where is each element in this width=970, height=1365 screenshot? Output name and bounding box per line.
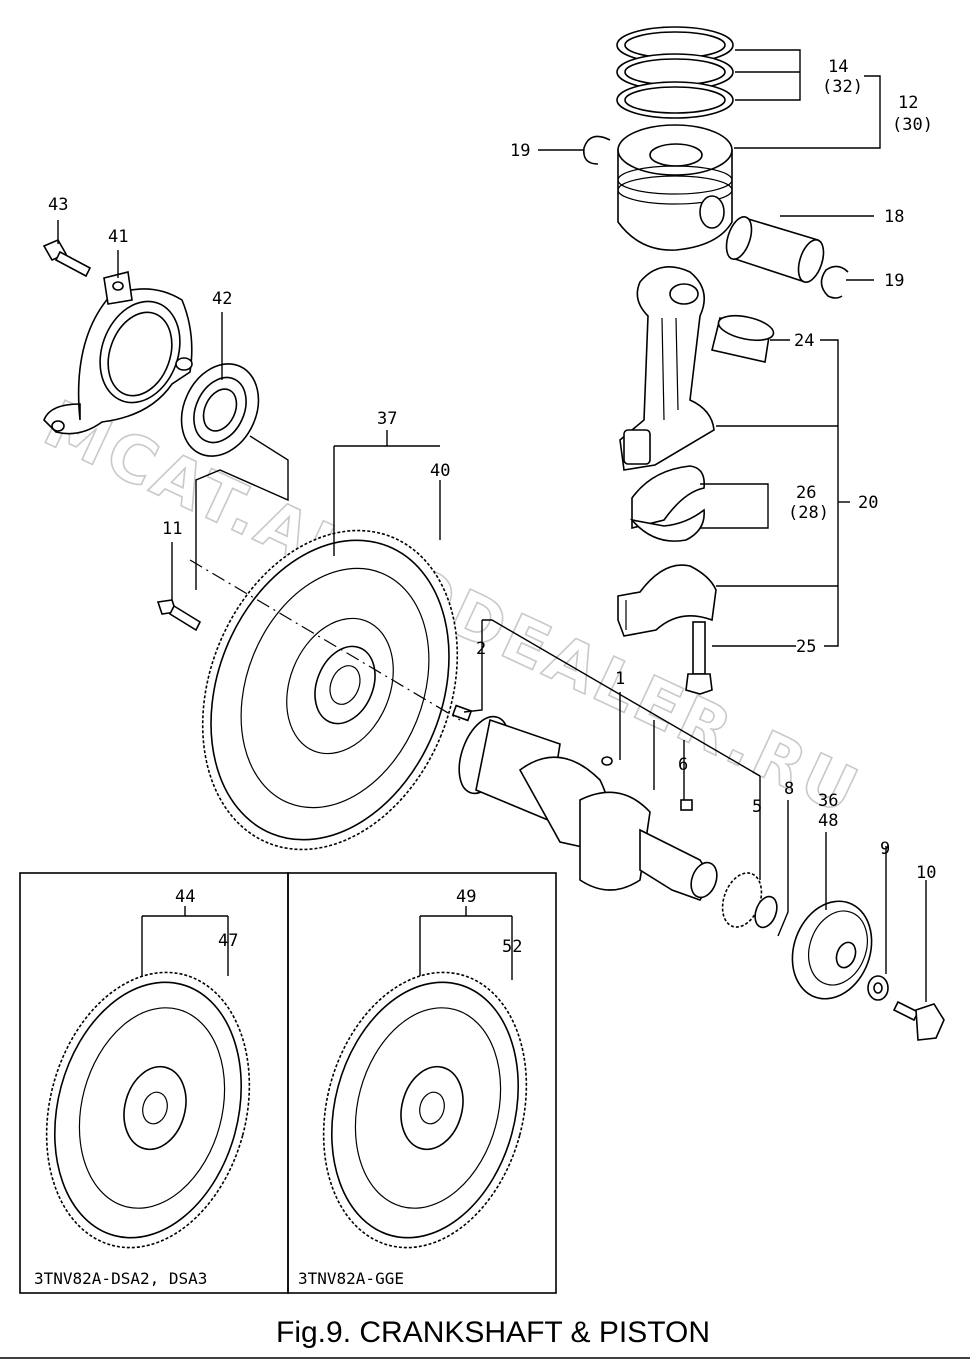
rod-bolt (685, 621, 713, 695)
piston-rings (616, 26, 734, 119)
callout-11: 11 (162, 519, 182, 539)
flywheel-variant-a (45, 971, 251, 1249)
callout-10: 10 (916, 863, 936, 883)
rod-cap (617, 564, 717, 637)
callout-30: (30) (892, 115, 933, 135)
callout-52: 52 (502, 937, 522, 957)
callout-6: 6 (678, 755, 688, 775)
ball-bearing (180, 363, 260, 457)
callout-44: 44 (175, 887, 195, 907)
callout-9: 9 (880, 839, 890, 859)
callout-42: 42 (212, 289, 232, 309)
small-end-bushing (711, 314, 775, 363)
variant-label-right: 3TNV82A-GGE (298, 1269, 404, 1288)
callout-14: 14 (828, 57, 848, 77)
callout-47: 47 (218, 931, 238, 951)
figure-title: Fig.9. CRANKSHAFT & PISTON (276, 1316, 710, 1349)
callout-5: 5 (752, 797, 762, 817)
callout-25: 25 (796, 637, 816, 657)
piston (617, 124, 733, 251)
callout-1: 1 (615, 669, 625, 689)
callout-2: 2 (476, 639, 486, 659)
callout-20: 20 (858, 493, 878, 513)
variant-box-left: 44 47 3TNV82A-DSA2, DSA3 (19, 872, 289, 1294)
connecting-rod (619, 266, 715, 471)
axis-line (189, 559, 461, 721)
circlip-right (820, 265, 849, 299)
flywheel (201, 529, 459, 851)
callouts: 14 (32) 12 (30) 19 18 19 43 41 42 24 37 … (48, 57, 936, 883)
watermark-text: MCAT.AUTODEALER.RU (33, 387, 871, 830)
callout-24: 24 (794, 331, 814, 351)
crank-gear (721, 872, 778, 929)
callout-49: 49 (456, 887, 476, 907)
callout-32: (32) (822, 77, 863, 97)
flywheel-variant-b (322, 971, 528, 1249)
callout-19a: 19 (510, 141, 530, 161)
callout-19b: 19 (884, 271, 904, 291)
callout-26: 26 (796, 483, 816, 503)
callout-36: 36 (818, 791, 838, 811)
callout-40: 40 (430, 461, 450, 481)
leader-lines (57, 49, 927, 1002)
housing-bolt (42, 238, 92, 278)
pulley-bolt (892, 1000, 945, 1041)
big-end-bearing (629, 465, 706, 542)
callout-28: (28) (788, 503, 829, 523)
callout-18: 18 (884, 207, 904, 227)
dowel-pin (451, 704, 473, 722)
pulley (791, 900, 873, 1000)
watermark: MCAT.AUTODEALER.RU (32, 387, 871, 832)
callout-48: 48 (818, 811, 838, 831)
flywheel-bolt (156, 599, 202, 632)
callout-43: 43 (48, 195, 68, 215)
circlip-left (582, 135, 611, 165)
callout-12: 12 (898, 93, 918, 113)
crankshaft (458, 715, 718, 901)
piston-pin (725, 216, 825, 284)
variant-box-right: 49 52 3TNV82A-GGE (287, 872, 557, 1294)
callout-41: 41 (108, 227, 128, 247)
bearing-housing (43, 271, 193, 435)
washer (867, 975, 889, 1001)
variant-label-left: 3TNV82A-DSA2, DSA3 (34, 1269, 207, 1288)
callout-37: 37 (377, 409, 397, 429)
callout-8: 8 (784, 779, 794, 799)
